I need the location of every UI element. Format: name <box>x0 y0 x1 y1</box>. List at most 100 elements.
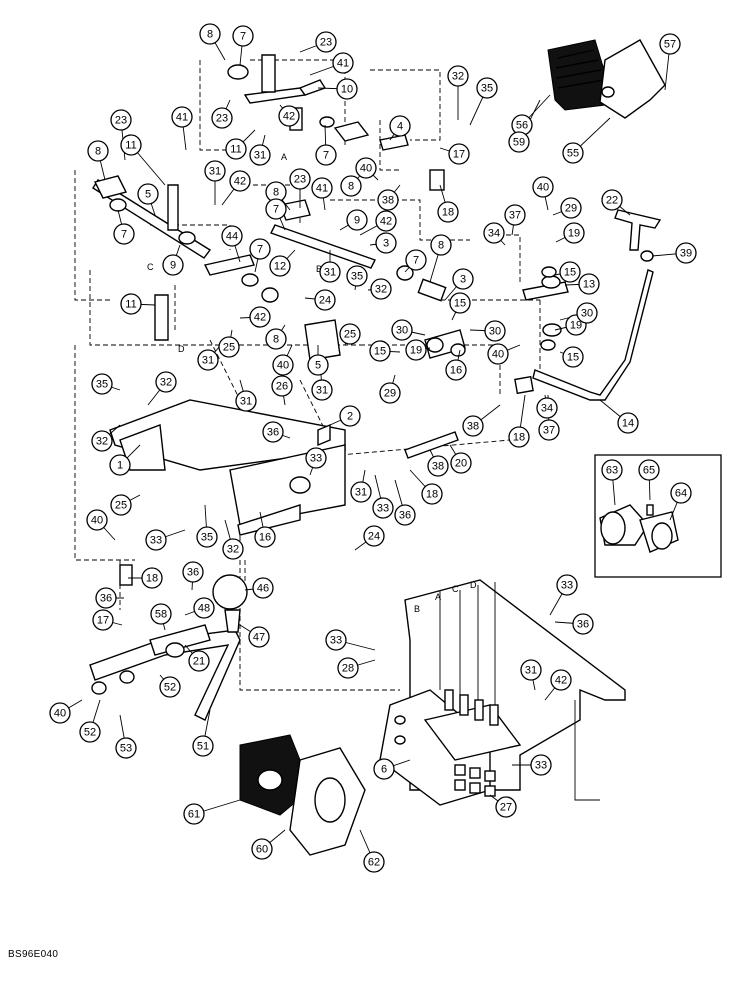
callout-number: 20 <box>455 458 467 470</box>
callout-circle <box>484 320 506 342</box>
callout-40: 40 <box>49 702 71 724</box>
callout-number: 15 <box>564 267 576 279</box>
callout-40: 40 <box>532 176 554 198</box>
callout-33: 33 <box>325 629 347 651</box>
callout-circle <box>162 254 184 276</box>
callout-46: 46 <box>252 577 274 599</box>
callout-number: 34 <box>488 228 500 240</box>
callout-31: 31 <box>520 659 542 681</box>
callout-circle <box>314 289 336 311</box>
callout-circle <box>249 306 271 328</box>
callout-number: 33 <box>377 503 389 515</box>
callout-circle <box>305 447 327 469</box>
svg-text:A: A <box>281 152 287 162</box>
callout-52: 52 <box>159 676 181 698</box>
callout-42: 42 <box>278 105 300 127</box>
callout-36: 36 <box>394 504 416 526</box>
callout-5: 5 <box>307 354 329 376</box>
callout-circle <box>278 105 300 127</box>
callout-60: 60 <box>251 838 273 860</box>
callout-number: 16 <box>450 365 462 377</box>
callout-circle <box>538 419 560 441</box>
callout-27: 27 <box>495 796 517 818</box>
callout-number: 15 <box>374 346 386 358</box>
callout-circle <box>504 204 526 226</box>
callout-number: 6 <box>381 764 387 776</box>
callout-42: 42 <box>550 669 572 691</box>
callout-number: 14 <box>622 418 634 430</box>
callout-number: 8 <box>438 240 444 252</box>
callout-circle <box>91 373 113 395</box>
callout-21: 21 <box>188 650 210 672</box>
callout-number: 17 <box>97 615 109 627</box>
callout-38: 38 <box>462 415 484 437</box>
callout-number: 7 <box>273 204 279 216</box>
callout-circle <box>578 273 600 295</box>
callout-circle <box>487 343 509 365</box>
callout-number: 3 <box>460 274 466 286</box>
callout-circle <box>430 234 452 256</box>
callout-circle <box>252 577 274 599</box>
callout-61: 61 <box>183 803 205 825</box>
callout-23: 23 <box>211 107 233 129</box>
callout-11: 11 <box>120 293 142 315</box>
callout-circle <box>49 702 71 724</box>
callout-15: 15 <box>559 261 581 283</box>
callout-circle <box>315 31 337 53</box>
callout-number: 40 <box>91 515 103 527</box>
callout-number: 57 <box>664 39 676 51</box>
callout-circle <box>319 261 341 283</box>
callout-number: 35 <box>96 379 108 391</box>
callout-18: 18 <box>421 483 443 505</box>
callout-circle <box>550 669 572 691</box>
callout-26: 26 <box>271 375 293 397</box>
callout-7: 7 <box>232 25 254 47</box>
callout-number: 40 <box>492 349 504 361</box>
callout-number: 42 <box>555 675 567 687</box>
callout-42: 42 <box>249 306 271 328</box>
callout-number: 56 <box>516 120 528 132</box>
callout-circle <box>617 412 639 434</box>
callout-number: 64 <box>675 488 687 500</box>
callout-1: 1 <box>109 454 131 476</box>
callout-circle <box>249 238 271 260</box>
callout-35: 35 <box>346 265 368 287</box>
callout-number: 37 <box>509 210 521 222</box>
callout-30: 30 <box>576 302 598 324</box>
callout-41: 41 <box>311 177 333 199</box>
callout-number: 41 <box>337 58 349 70</box>
callout-62: 62 <box>363 851 385 873</box>
callout-circle <box>559 261 581 283</box>
callout-number: 63 <box>606 465 618 477</box>
callout-number: 58 <box>155 609 167 621</box>
callout-circle <box>576 302 598 324</box>
callout-circle <box>375 210 397 232</box>
callout-circle <box>192 735 214 757</box>
callout-39: 39 <box>675 242 697 264</box>
callout-circle <box>556 574 578 596</box>
callout-circle <box>638 459 660 481</box>
callout-9: 9 <box>162 254 184 276</box>
callout-circle <box>483 222 505 244</box>
callout-circle <box>332 52 354 74</box>
callout-circle <box>150 603 172 625</box>
callout-number: 19 <box>410 345 422 357</box>
callout-circle <box>405 249 427 271</box>
callout-number: 27 <box>500 802 512 814</box>
callout-circle <box>289 168 311 190</box>
callout-circle <box>265 328 287 350</box>
callout-number: 29 <box>565 203 577 215</box>
callout-number: 7 <box>323 150 329 162</box>
callout-31: 31 <box>311 379 333 401</box>
callout-circle <box>110 109 132 131</box>
callout-number: 9 <box>354 215 360 227</box>
callout-35: 35 <box>196 526 218 548</box>
callout-41: 41 <box>171 106 193 128</box>
callout-number: 25 <box>223 342 235 354</box>
callout-circle <box>670 482 692 504</box>
callout-31: 31 <box>350 481 372 503</box>
callout-number: 36 <box>100 593 112 605</box>
callout-number: 8 <box>348 181 354 193</box>
callout-circle <box>508 426 530 448</box>
